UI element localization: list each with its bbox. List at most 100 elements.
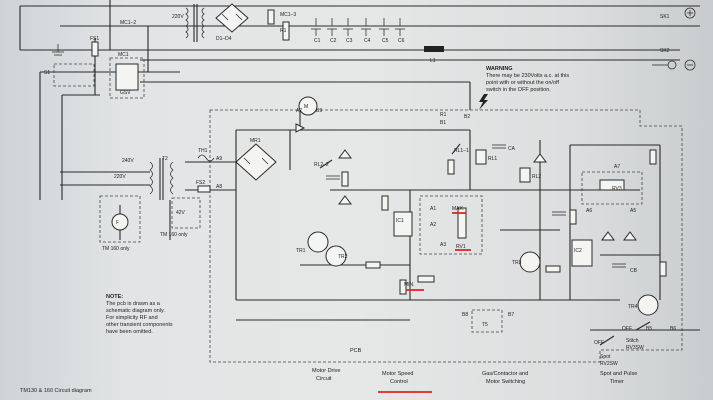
transistors: [307, 231, 659, 316]
label-max: MAX.: [452, 206, 464, 212]
warning-line-1: There may be 230Volts a.c. at this: [486, 73, 569, 79]
mc1-3-contact: [267, 9, 275, 25]
label-ic1: IC1: [396, 218, 404, 224]
label-fs2: FS2: [196, 180, 205, 186]
label-b9: B9: [316, 108, 322, 114]
rl1-1-contact: [451, 143, 461, 155]
diagram-caption: TM130 & 160 Circuit diagram: [20, 388, 92, 394]
section-motor-speed: Motor Speed: [382, 371, 414, 377]
note-line-5: have been omitted.: [106, 329, 153, 335]
ic1: [393, 211, 413, 237]
label-a5: A5: [630, 208, 636, 214]
min-trimmer: [417, 275, 435, 283]
capacitor-bank: [311, 18, 405, 36]
label-b8: B8: [462, 312, 468, 318]
off-switch-stitch: [635, 321, 651, 331]
label-ic2: IC2: [574, 248, 582, 254]
label-b2: B2: [464, 114, 470, 120]
inductor-l1: [424, 46, 444, 52]
lightning-bolt-icon: [479, 94, 488, 110]
label-r1: R1: [280, 28, 287, 34]
label-a7-top: A7: [296, 108, 302, 114]
potentiometer-rv1: [457, 207, 467, 239]
relay-rl2: [519, 167, 531, 183]
label-tr1: TR1: [296, 248, 306, 254]
tm160-42v-block: [171, 197, 201, 229]
label-a6: A6: [586, 208, 592, 214]
label-c3: C3: [346, 38, 353, 44]
mains-transformer: [185, 4, 205, 42]
switch-s1: [53, 63, 95, 87]
label-t5: T5: [482, 322, 488, 328]
label-b6: B6: [670, 326, 676, 332]
note-line-1: The pcb is drawn as a: [106, 301, 161, 307]
label-rl1: RL1: [488, 156, 497, 162]
label-a8: A8: [216, 184, 222, 190]
valve-gsv: [115, 63, 139, 91]
label-mc1-2: MC1–2: [120, 20, 136, 26]
label-c1: C1: [314, 38, 321, 44]
label-tr2: TR2: [338, 254, 348, 260]
label-220v-lower: 220V: [114, 174, 126, 180]
label-240v: 240V: [122, 158, 134, 164]
warning-line-2: point with or without the on/off: [486, 80, 559, 86]
bridge-mr1: [235, 143, 277, 181]
off-switch-spot: [599, 335, 615, 346]
transformer-t2: [149, 158, 174, 200]
label-a1: A1: [430, 206, 436, 212]
label-sk1: SK1: [660, 14, 670, 20]
label-b5: B5: [646, 326, 652, 332]
label-b7: B7: [508, 312, 514, 318]
pcb-label: PCB: [350, 348, 362, 354]
label-off-right: OFF: [622, 326, 632, 332]
label-tr3: TR3: [512, 260, 522, 266]
label-gsv: GSV: [120, 90, 131, 96]
pcb-wiring: [60, 110, 700, 331]
label-sk2: SK2: [660, 48, 670, 54]
top-wiring: [19, 0, 700, 200]
label-fan-f: F: [116, 220, 119, 226]
rl2-2-contact: [319, 159, 333, 169]
sk2-socket: [652, 7, 696, 71]
section-motor-drive: Motor Drive: [312, 368, 340, 374]
relay-rl1: [475, 149, 487, 165]
label-l1: L1: [430, 58, 436, 64]
section-gas-contactor-2: Motor Switching: [486, 379, 525, 385]
ground-symbol: [52, 44, 64, 56]
fan-motor-tm160: [111, 213, 129, 231]
label-c6: C6: [398, 38, 405, 44]
label-d1-d4: D1–D4: [216, 36, 232, 42]
diode: [295, 123, 306, 133]
label-b1: B1: [440, 120, 446, 126]
section-motor-drive-2: Circuit: [316, 376, 332, 382]
label-rl2-2: RL2–2: [314, 162, 329, 168]
ic2: [571, 239, 593, 267]
label-rl1-1: RL1–1: [454, 148, 469, 154]
label-tm160-right: TM 160 only: [160, 232, 188, 238]
section-gas-contactor: Gas/Contactor and: [482, 371, 528, 377]
label-ca: CA: [508, 146, 516, 152]
label-s1: S1: [44, 70, 50, 76]
label-rv3sw: RV3SW: [626, 345, 644, 351]
note-title: NOTE:: [106, 294, 123, 300]
label-a9: A9: [216, 156, 222, 162]
section-spot-pulse: Spot and Pulse: [600, 371, 637, 377]
label-220v: 220V: [172, 14, 184, 20]
label-c5: C5: [382, 38, 389, 44]
bridge-d1-d4: [215, 3, 249, 33]
label-c2: C2: [330, 38, 337, 44]
label-th1: TH1: [198, 148, 208, 154]
red-annotations: [378, 212, 471, 393]
diode: [623, 231, 637, 241]
resistors: [341, 149, 667, 295]
label-t2: T2: [162, 156, 168, 162]
label-rl2: RL2: [532, 174, 541, 180]
rv3-block: [581, 171, 643, 205]
label-rv2sw: RV2SW: [600, 361, 618, 367]
note-line-4: other transient components: [106, 322, 173, 328]
diode: [601, 231, 615, 241]
thermistor-th1: [197, 154, 215, 162]
label-mc1-3: MC1–3: [280, 12, 296, 18]
